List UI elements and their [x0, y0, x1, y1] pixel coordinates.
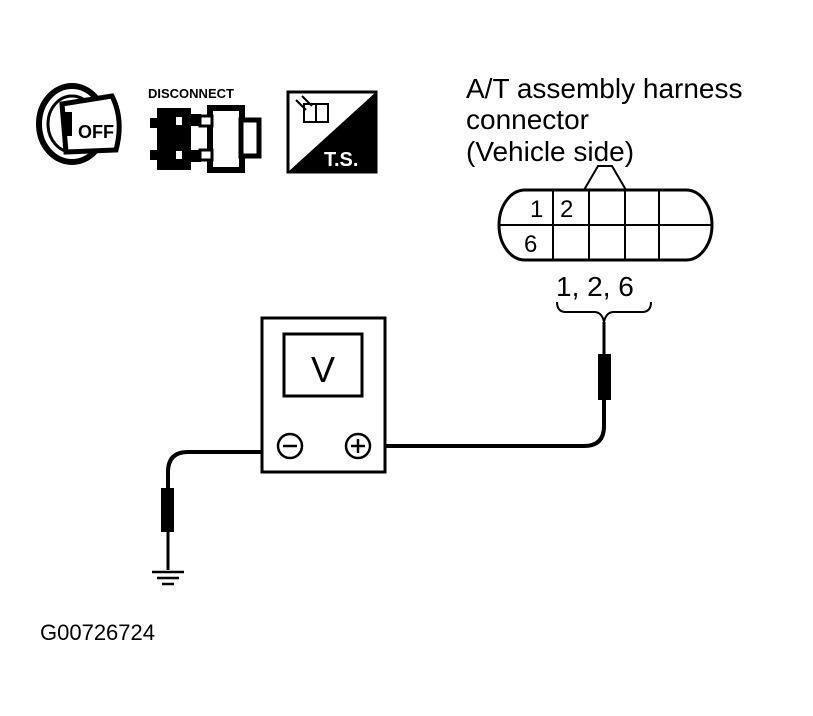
disconnect-label: DISCONNECT	[148, 86, 234, 101]
plus-terminal-icon	[344, 432, 372, 460]
connector-label-line2: connector	[466, 104, 589, 135]
negative-probe	[161, 450, 262, 570]
ignition-off-label: OFF	[78, 122, 114, 142]
ignition-off-icon: OFF	[36, 83, 122, 165]
connector-label-line1: A/T assembly harness	[466, 73, 743, 104]
positive-probe	[380, 322, 611, 448]
figure-code: G00726724	[40, 620, 155, 645]
pin-6-label: 6	[524, 231, 537, 258]
ground-symbol-icon	[152, 570, 184, 586]
test-symbol-icon: T.S.	[286, 90, 378, 174]
terminal-bracket	[556, 301, 652, 323]
minus-terminal-icon	[276, 432, 304, 460]
voltmeter-display: V	[311, 349, 335, 390]
pin-1-label: 1	[530, 196, 543, 223]
terminal-list-label: 1, 2, 6	[556, 271, 634, 302]
pin-2-label: 2	[560, 196, 573, 223]
test-symbol-label: T.S.	[324, 149, 358, 171]
connector-label-line3: (Vehicle side)	[466, 136, 634, 167]
disconnect-connector-icon: DISCONNECT	[148, 86, 262, 173]
harness-connector: 1 2 6	[497, 165, 714, 262]
voltmeter: V	[260, 316, 387, 474]
